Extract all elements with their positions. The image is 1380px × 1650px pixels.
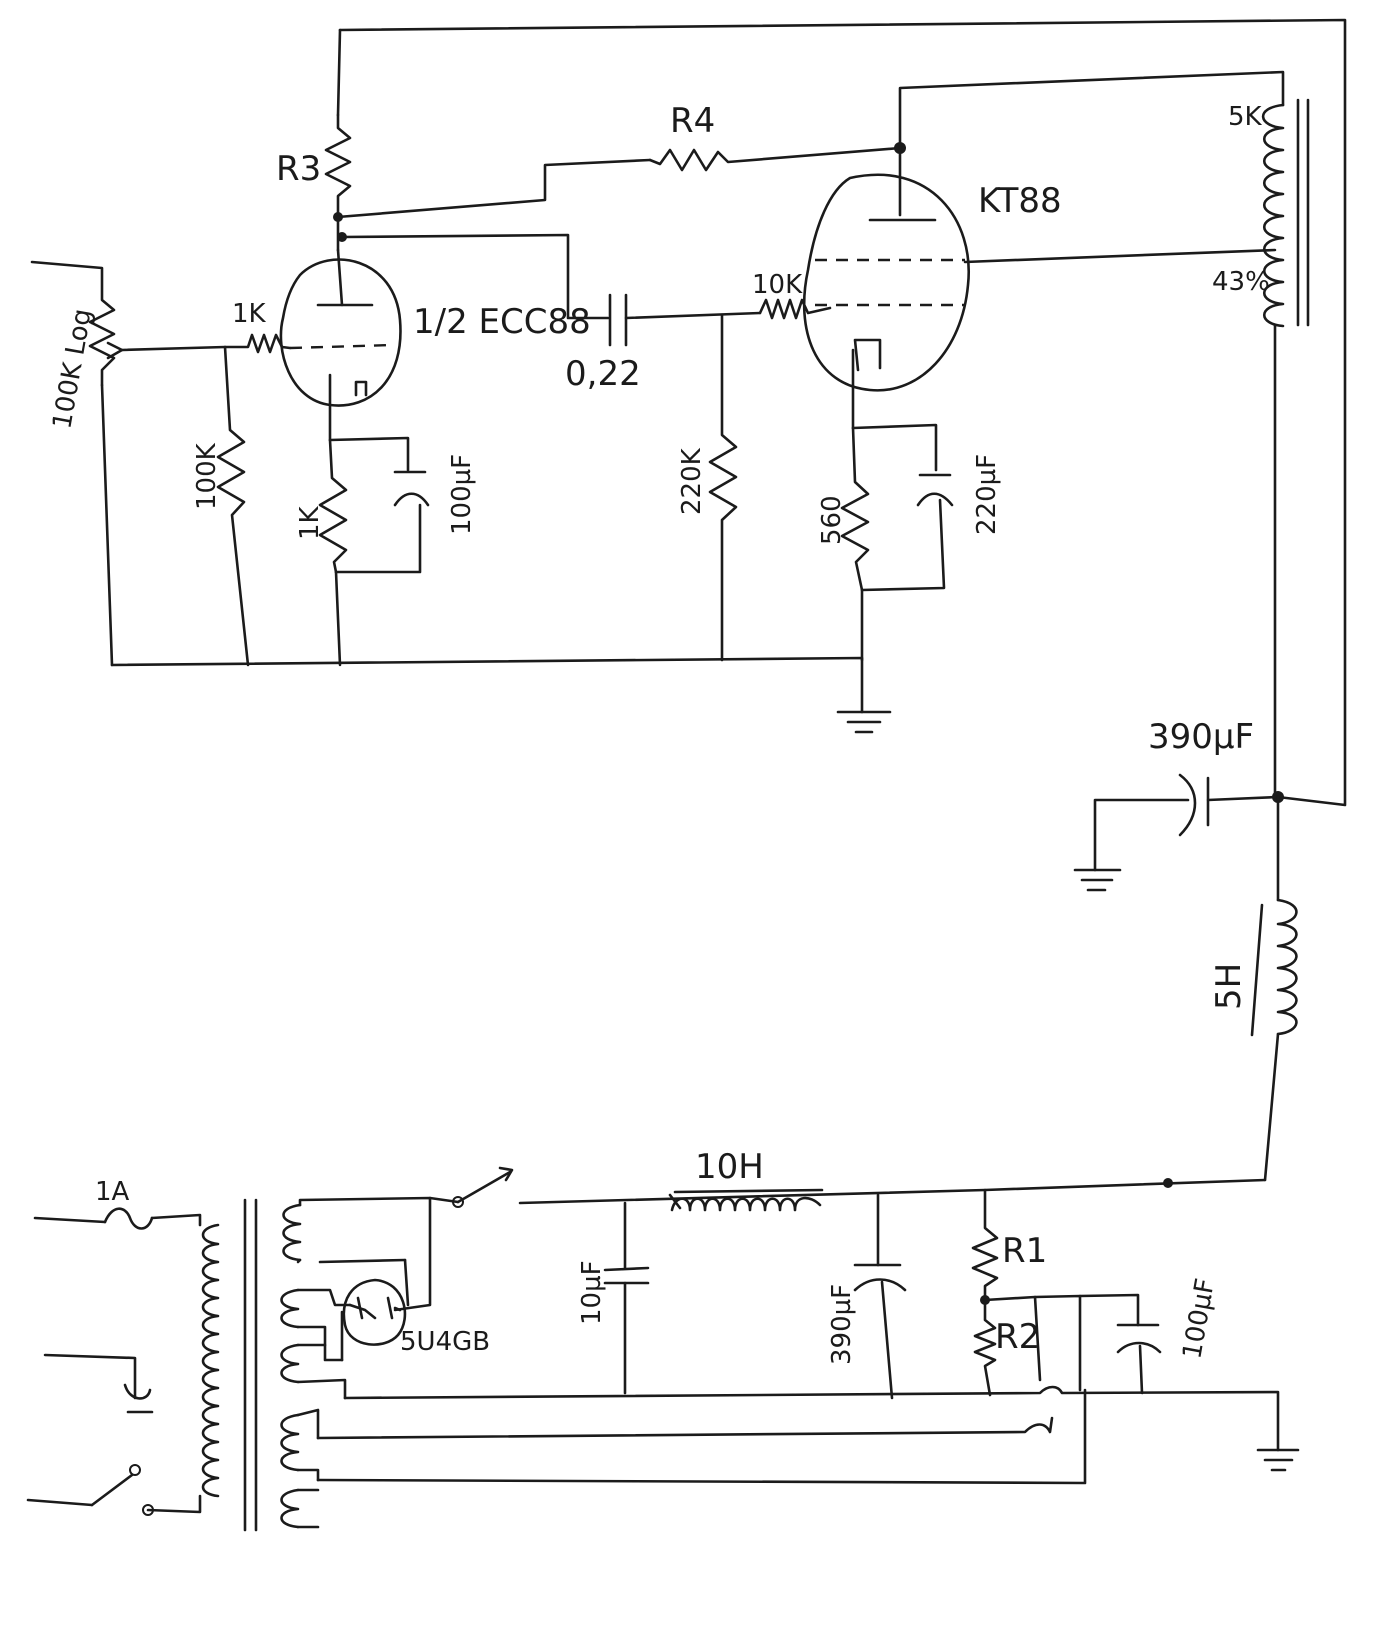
choke-10h <box>668 1188 824 1212</box>
label-cathode-resistor-1: 1K <box>295 505 325 540</box>
coupling-capacitor <box>608 293 628 347</box>
label-cathode-cap-1: 100µF <box>447 454 477 535</box>
tube-kt88 <box>802 173 1277 430</box>
label-r1: R1 <box>1002 1231 1047 1271</box>
output-transformer <box>1261 98 1310 797</box>
label-r3: R3 <box>276 149 321 189</box>
label-cathode-resistor-2: 560 <box>817 495 847 545</box>
wire <box>898 70 1285 150</box>
wire <box>336 158 652 219</box>
divider-r1-r2 <box>971 1188 1162 1397</box>
label-grid-leak-1: 100K <box>192 442 222 510</box>
wire <box>624 311 762 320</box>
label-choke-10h: 10H <box>695 1147 764 1187</box>
label-cap-100uf-bias: 100µF <box>1177 1276 1221 1361</box>
label-grid-leak-2: 220K <box>677 447 707 515</box>
mains-switch <box>26 1464 202 1516</box>
ground-symbol <box>836 710 892 734</box>
bplus-rail <box>336 18 1347 807</box>
resistor-grid-leak-2 <box>708 313 738 662</box>
label-grid-stopper-2: 10K <box>752 270 803 300</box>
heater-wire <box>316 1388 1087 1485</box>
resistor-grid-leak-1 <box>216 345 250 667</box>
resistor-grid-stopper-1 <box>223 333 292 354</box>
junction-node <box>1163 1178 1173 1188</box>
label-coupling-cap: 0,22 <box>565 354 641 394</box>
resistor-r4 <box>648 146 902 172</box>
label-ot-tap: 43% <box>1212 267 1270 297</box>
label-r4: R4 <box>670 101 715 141</box>
standby-switch <box>452 1166 514 1208</box>
tube-5u4gb <box>318 1196 460 1362</box>
resistor-r3 <box>324 113 352 219</box>
resistor-grid-stopper-2 <box>758 298 832 320</box>
label-filter-cap-top: 390µF <box>1148 717 1254 757</box>
label-r2: R2 <box>995 1317 1040 1357</box>
cathode-network-2 <box>840 423 954 662</box>
ht-bus <box>518 1178 1267 1205</box>
capacitor-10uf <box>603 1201 650 1395</box>
label-fuse: 1A <box>95 1177 130 1207</box>
label-grid-stopper-1: 1K <box>232 299 267 329</box>
ground-bus <box>110 656 864 714</box>
label-tube-kt88: KT88 <box>978 181 1062 221</box>
label-ot-primary: 5K <box>1228 102 1263 132</box>
tube-ecc88 <box>279 248 402 442</box>
label-cap-390uf: 390µF <box>827 1284 857 1365</box>
label-pot: 100K Log <box>47 306 98 431</box>
wire <box>340 233 610 320</box>
label-rectifier: 5U4GB <box>400 1327 490 1357</box>
label-cap-10uf: 10µF <box>577 1260 607 1325</box>
ground-symbol-bottom <box>1256 1448 1300 1472</box>
mains-fuse <box>33 1207 202 1230</box>
cathode-network-1 <box>318 436 430 667</box>
ground-bus-bottom <box>343 1385 1280 1452</box>
label-choke-5h: 5H <box>1209 963 1249 1010</box>
capacitor-390uf <box>853 1193 907 1400</box>
label-tube-ecc88: 1/2 ECC88 <box>413 302 591 342</box>
choke-5h <box>1250 795 1298 1182</box>
filter-capacitor-top <box>1073 773 1280 892</box>
label-cathode-cap-2: 220µF <box>972 454 1002 535</box>
potentiometer-volume <box>30 260 227 667</box>
heater-wire <box>316 1416 1054 1440</box>
earth-terminal <box>43 1353 154 1414</box>
